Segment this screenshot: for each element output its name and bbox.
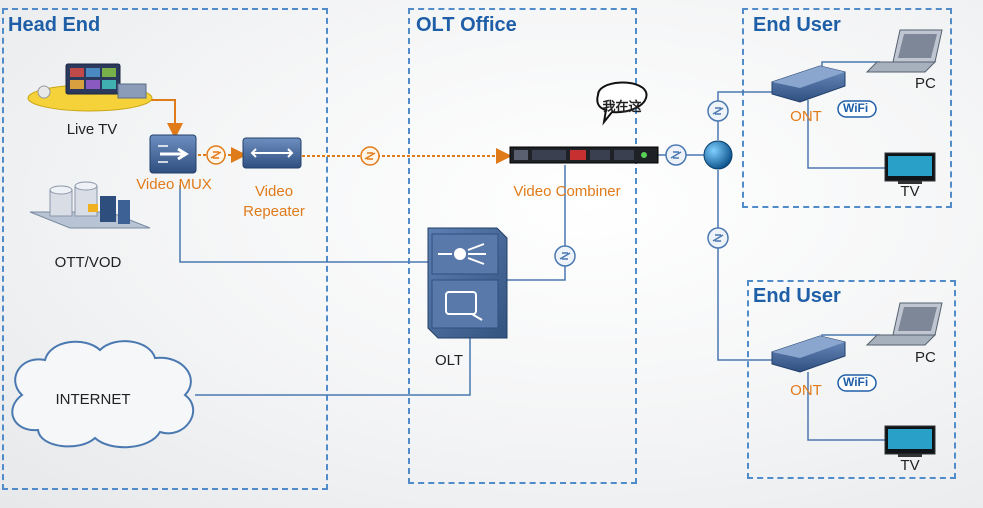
internet-label: INTERNET <box>55 391 131 408</box>
wifi-top-icon <box>837 100 877 118</box>
ont-top-label: ONT <box>790 108 822 125</box>
ont-bottom-label: ONT <box>790 382 822 399</box>
olt-office-zone <box>408 8 637 484</box>
video-repeater-label-2: Repeater <box>243 203 305 220</box>
video-mux-icon <box>149 134 197 174</box>
live-tv-icon <box>27 63 153 112</box>
link-splitter-ont-top <box>717 91 772 140</box>
link-badges <box>206 100 729 267</box>
end-user-title-top: End User <box>753 14 841 36</box>
ott-vod-icon <box>29 181 151 229</box>
head-end-title: Head End <box>8 14 101 36</box>
link-splitter-ont-bottom <box>717 170 772 361</box>
wifi-bottom-icon <box>837 374 877 392</box>
internet-cloud-icon <box>11 340 195 449</box>
pc-bottom-icon <box>865 302 943 346</box>
video-combiner-label: Video Combiner <box>513 183 621 200</box>
live-tv-label: Live TV <box>66 121 118 138</box>
video-repeater-icon <box>242 137 302 169</box>
end-user-title-bottom: End User <box>753 285 841 307</box>
wifi-top-text: WiFi <box>843 101 869 115</box>
pc-bottom-label: PC <box>915 349 936 366</box>
tv-bottom-label: TV <box>900 457 920 474</box>
pc-top-label: PC <box>915 75 936 92</box>
tv-top-icon <box>884 152 936 184</box>
olt-label: OLT <box>434 352 464 369</box>
tv-bottom-icon <box>884 425 936 457</box>
video-repeater-label-1: Video <box>254 183 294 200</box>
end-user-zone-bottom <box>747 280 956 479</box>
pc-top-icon <box>865 29 943 73</box>
callout-label: 我在这 <box>602 99 642 114</box>
video-combiner-icon <box>509 146 659 164</box>
ott-vod-label: OTT/VOD <box>54 254 122 271</box>
link-ont-tv-bottom <box>807 372 885 441</box>
splitter-icon <box>703 140 733 170</box>
wifi-bottom-text: WiFi <box>843 375 869 389</box>
olt-icon <box>427 227 508 339</box>
ont-bottom-icon <box>771 335 846 373</box>
head-end-zone <box>2 8 328 490</box>
link-livetv-mux <box>140 99 183 139</box>
link-olt-internet <box>195 335 471 396</box>
link-olt-combiner <box>505 165 566 281</box>
end-user-zone-top <box>742 8 952 208</box>
callout-bubble <box>596 81 648 126</box>
link-ont-tv-top <box>807 100 885 169</box>
ont-top-icon <box>771 65 846 103</box>
video-mux-label: Video MUX <box>136 176 212 193</box>
tv-top-label: TV <box>900 183 920 200</box>
link-mux-olt <box>179 185 428 263</box>
olt-office-title: OLT Office <box>416 14 517 36</box>
